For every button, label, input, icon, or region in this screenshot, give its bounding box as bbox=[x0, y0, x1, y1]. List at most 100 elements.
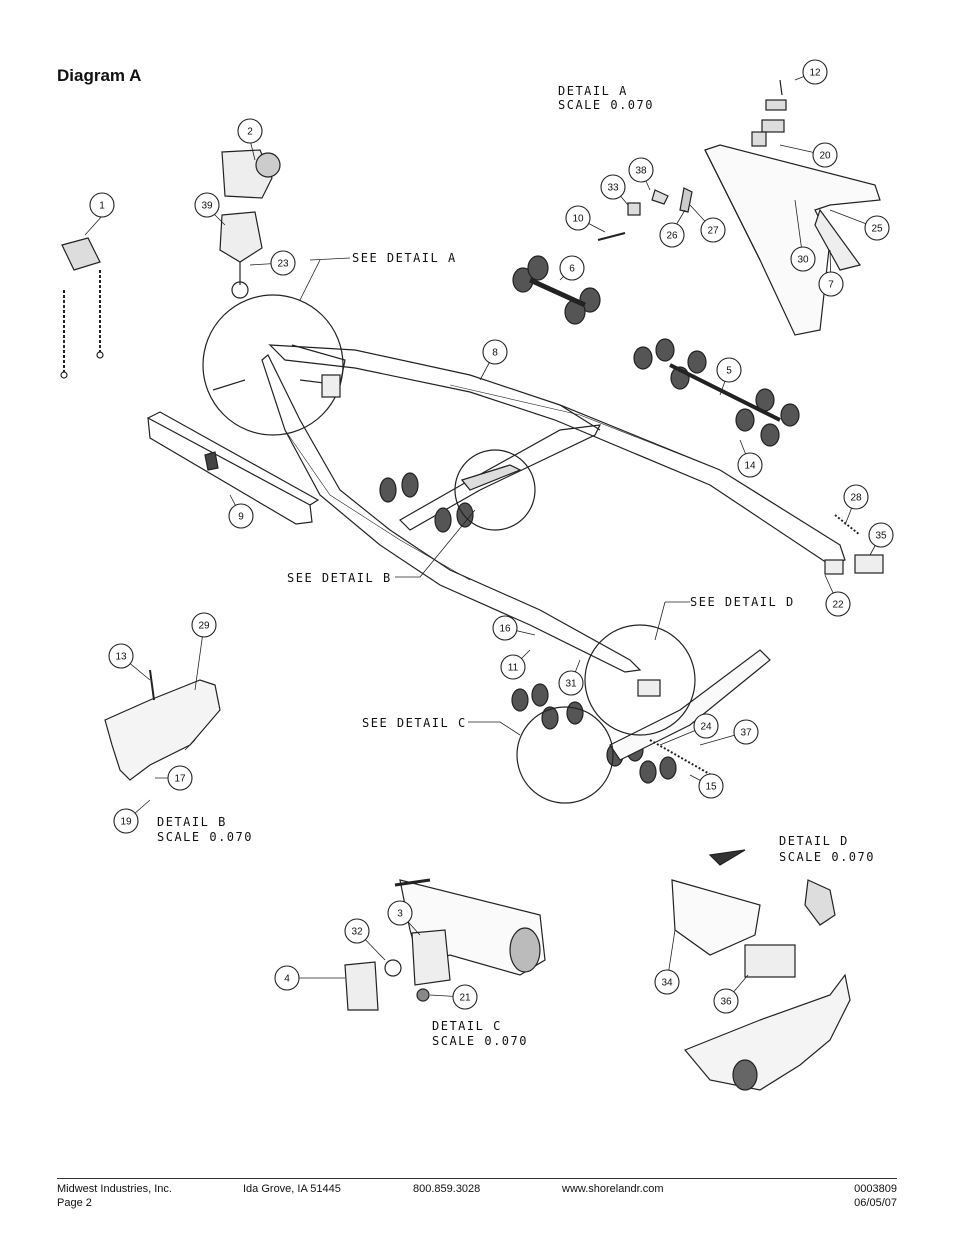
callout-27: 27 bbox=[700, 217, 726, 243]
tail-rollers bbox=[511, 683, 677, 784]
callout-label: 33 bbox=[607, 183, 619, 194]
callout-35: 35 bbox=[868, 522, 894, 548]
callout-circle bbox=[344, 918, 370, 944]
callout-label: 9 bbox=[238, 512, 244, 523]
callout-label: 6 bbox=[569, 264, 575, 275]
callout-label: 17 bbox=[174, 774, 186, 785]
page-title: Diagram A bbox=[57, 66, 142, 85]
detail-b-circle bbox=[454, 449, 536, 531]
keel-rollers bbox=[379, 472, 474, 533]
callout-label: 31 bbox=[565, 679, 577, 690]
callout-circle bbox=[812, 142, 838, 168]
callout-label: 16 bbox=[499, 624, 511, 635]
callout-14: 14 bbox=[737, 452, 763, 478]
callout-circle bbox=[194, 192, 220, 218]
callout-39: 39 bbox=[194, 192, 220, 218]
callout-26: 26 bbox=[659, 222, 685, 248]
see-detail-a: SEE DETAIL A bbox=[352, 251, 457, 265]
footer-page: Page 2 bbox=[57, 1197, 92, 1209]
callout-circle bbox=[733, 719, 759, 745]
detail-a-view bbox=[597, 79, 881, 336]
callout-12: 12 bbox=[802, 59, 828, 85]
detail-d-circle bbox=[584, 624, 696, 736]
roller-bunk-6 bbox=[512, 255, 601, 325]
footer-address: Ida Grove, IA 51445 bbox=[243, 1183, 341, 1195]
callout-2: 2 bbox=[237, 118, 263, 144]
callout-20: 20 bbox=[812, 142, 838, 168]
callout-label: 24 bbox=[700, 722, 712, 733]
see-detail-c: SEE DETAIL C bbox=[362, 716, 467, 730]
callout-label: 19 bbox=[120, 817, 132, 828]
callout-label: 1 bbox=[99, 201, 105, 212]
callout-label: 32 bbox=[351, 927, 363, 938]
callout-label: 23 bbox=[277, 259, 289, 270]
callout-circle bbox=[864, 215, 890, 241]
winch-assembly bbox=[219, 149, 281, 299]
callout-circle bbox=[237, 118, 263, 144]
footer-company-block: Midwest Industries, Inc. Page 2 bbox=[57, 1182, 172, 1210]
callout-circle bbox=[191, 612, 217, 638]
callout-38: 38 bbox=[628, 157, 654, 183]
callout-circle bbox=[716, 357, 742, 383]
callout-3: 3 bbox=[387, 900, 413, 926]
callout-label: 26 bbox=[666, 231, 678, 242]
callout-label: 36 bbox=[720, 997, 732, 1008]
callout-15: 15 bbox=[698, 773, 724, 799]
callout-16: 16 bbox=[492, 615, 518, 641]
callout-21: 21 bbox=[452, 984, 478, 1010]
callout-1: 1 bbox=[89, 192, 115, 218]
detail-d-title: DETAIL D bbox=[779, 834, 849, 848]
callout-circle bbox=[113, 808, 139, 834]
callout-circle bbox=[270, 250, 296, 276]
callout-10: 10 bbox=[565, 205, 591, 231]
footer-doc-block: 0003809 06/05/07 bbox=[854, 1182, 897, 1210]
footer-website[interactable]: www.shorelandr.com bbox=[562, 1183, 664, 1195]
callout-7: 7 bbox=[818, 271, 844, 297]
callout-label: 4 bbox=[284, 974, 290, 985]
detail-b-scale: SCALE 0.070 bbox=[157, 830, 253, 844]
callout-4: 4 bbox=[274, 965, 300, 991]
footer-divider bbox=[57, 1178, 897, 1179]
footer-company: Midwest Industries, Inc. bbox=[57, 1183, 172, 1195]
detail-c-view bbox=[344, 878, 546, 1011]
callout-30: 30 bbox=[790, 246, 816, 272]
detail-c-scale: SCALE 0.070 bbox=[432, 1034, 528, 1048]
callout-6: 6 bbox=[559, 255, 585, 281]
callout-circle bbox=[737, 452, 763, 478]
callout-circle bbox=[492, 615, 518, 641]
callout-label: 13 bbox=[115, 652, 127, 663]
callout-32: 32 bbox=[344, 918, 370, 944]
callout-label: 25 bbox=[871, 224, 883, 235]
callout-label: 10 bbox=[572, 214, 584, 225]
callout-label: 2 bbox=[247, 127, 253, 138]
winch-stand-beam bbox=[147, 411, 320, 525]
callout-circle bbox=[565, 205, 591, 231]
callout-11: 11 bbox=[500, 654, 526, 680]
callout-label: 39 bbox=[201, 201, 213, 212]
callout-9: 9 bbox=[228, 503, 254, 529]
callout-circle bbox=[559, 255, 585, 281]
detail-d-scale: SCALE 0.070 bbox=[779, 850, 875, 864]
detail-a-scale: SCALE 0.070 bbox=[558, 98, 654, 112]
callout-23: 23 bbox=[270, 250, 296, 276]
callout-circle bbox=[452, 984, 478, 1010]
callout-label: 7 bbox=[828, 280, 834, 291]
callout-label: 11 bbox=[508, 663, 519, 674]
callout-circle bbox=[825, 591, 851, 617]
detail-b-bunk bbox=[104, 669, 221, 781]
callout-circle bbox=[108, 643, 134, 669]
callout-circle bbox=[500, 654, 526, 680]
callout-label: 29 bbox=[198, 621, 210, 632]
callout-circle bbox=[700, 217, 726, 243]
callout-33: 33 bbox=[600, 174, 626, 200]
see-detail-b: SEE DETAIL B bbox=[287, 571, 392, 585]
detail-d-view bbox=[671, 849, 851, 1091]
callout-label: 15 bbox=[705, 782, 717, 793]
footer-doc-number: 0003809 bbox=[854, 1183, 897, 1195]
footer-date: 06/05/07 bbox=[854, 1197, 897, 1209]
callout-36: 36 bbox=[713, 988, 739, 1014]
detail-b-title: DETAIL B bbox=[157, 815, 227, 829]
callout-label: 21 bbox=[459, 993, 471, 1004]
callout-19: 19 bbox=[113, 808, 139, 834]
callout-label: 22 bbox=[832, 600, 844, 611]
